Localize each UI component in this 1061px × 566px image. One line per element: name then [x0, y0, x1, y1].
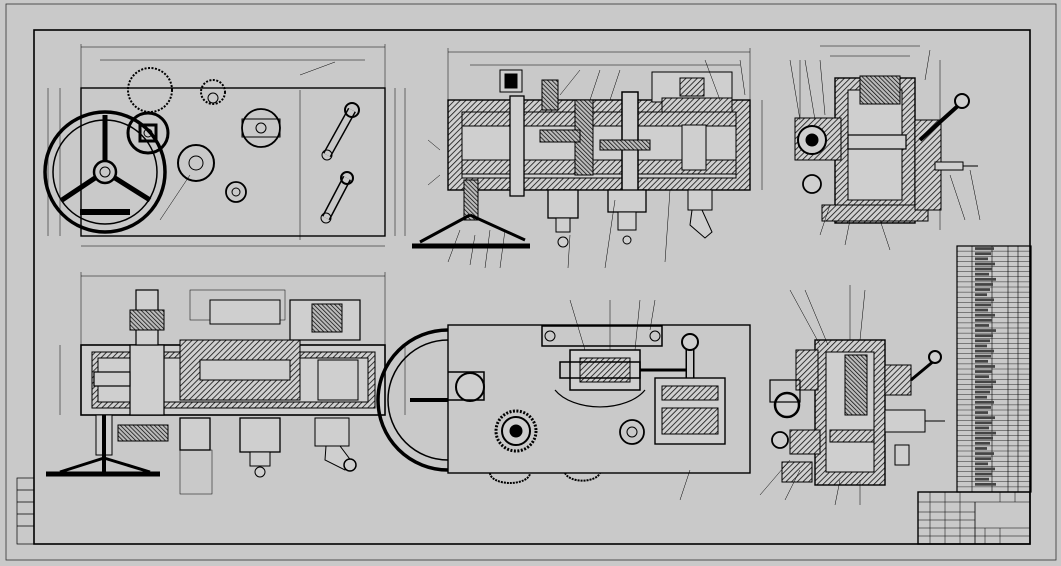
- parts-list-entry: [975, 406, 991, 409]
- parts-list-entry: [975, 477, 989, 481]
- parts-list-entry: [975, 339, 990, 343]
- lever-icon-lower: [320, 171, 354, 224]
- parts-list-entry: [975, 375, 989, 379]
- parts-list-entry: [975, 380, 996, 384]
- section-view-top-middle: [412, 48, 763, 269]
- parts-list-entry: [975, 416, 995, 420]
- parts-list-entry: [975, 318, 992, 322]
- top-view-bottom-left: [46, 272, 406, 495]
- parts-list-table: [956, 245, 1032, 493]
- parts-list-entry: [975, 365, 995, 368]
- parts-list-entry: [975, 354, 991, 358]
- parts-list-entry: [975, 308, 988, 312]
- parts-list-entry: [975, 247, 994, 250]
- parts-list-entry: [975, 288, 990, 291]
- side-section-top-right: [789, 45, 981, 251]
- parts-list-entry: [975, 313, 995, 317]
- outer-border: [5, 3, 1057, 561]
- parts-list-entry: [975, 272, 989, 276]
- parts-list-entry: [975, 334, 993, 338]
- parts-list-entry: [975, 426, 989, 430]
- parts-list-entry: [975, 431, 996, 435]
- parts-list-entry: [975, 467, 995, 471]
- parts-list-entry: [975, 370, 992, 373]
- parts-list-entry: [975, 462, 988, 466]
- parts-list-entry: [975, 436, 993, 440]
- parts-list-entry: [975, 457, 991, 461]
- parts-list-entry: [975, 344, 987, 348]
- parts-list-entry: [975, 277, 996, 281]
- parts-list-entry: [975, 472, 992, 476]
- parts-list-entry: [975, 293, 987, 297]
- parts-list-entry: [975, 390, 990, 394]
- side-section-bottom-right: [759, 285, 945, 506]
- parts-list-entry: [975, 421, 992, 425]
- parts-list-entry: [975, 298, 994, 302]
- left-margin-strip: [16, 477, 35, 545]
- parts-list-entry: [975, 252, 991, 256]
- parts-list-entry: [975, 441, 990, 445]
- parts-list-entry: [975, 262, 995, 266]
- parts-list-entry: [975, 400, 994, 404]
- front-view-top-left: [43, 44, 406, 247]
- handwheel-icon: [43, 110, 167, 234]
- parts-list-entry: [975, 359, 988, 363]
- parts-list-entry: [975, 324, 989, 327]
- parts-list-entry: [975, 257, 988, 261]
- parts-list-entry: [975, 482, 996, 486]
- parts-list-entry: [975, 447, 987, 450]
- plan-view-bottom-middle: [376, 299, 751, 501]
- parts-list-entry: [975, 452, 994, 455]
- parts-list-entry: [975, 267, 992, 271]
- parts-list-entry: [975, 349, 994, 353]
- title-block: [917, 491, 1031, 545]
- parts-list-entry: [975, 411, 988, 414]
- parts-list-entry: [975, 395, 987, 399]
- parts-list-entry: [975, 303, 991, 307]
- parts-list-entry: [975, 329, 996, 332]
- lever-icon: [321, 102, 360, 161]
- gear-icon: [494, 409, 538, 453]
- parts-list-entry: [975, 283, 993, 286]
- parts-list-entry: [975, 385, 993, 389]
